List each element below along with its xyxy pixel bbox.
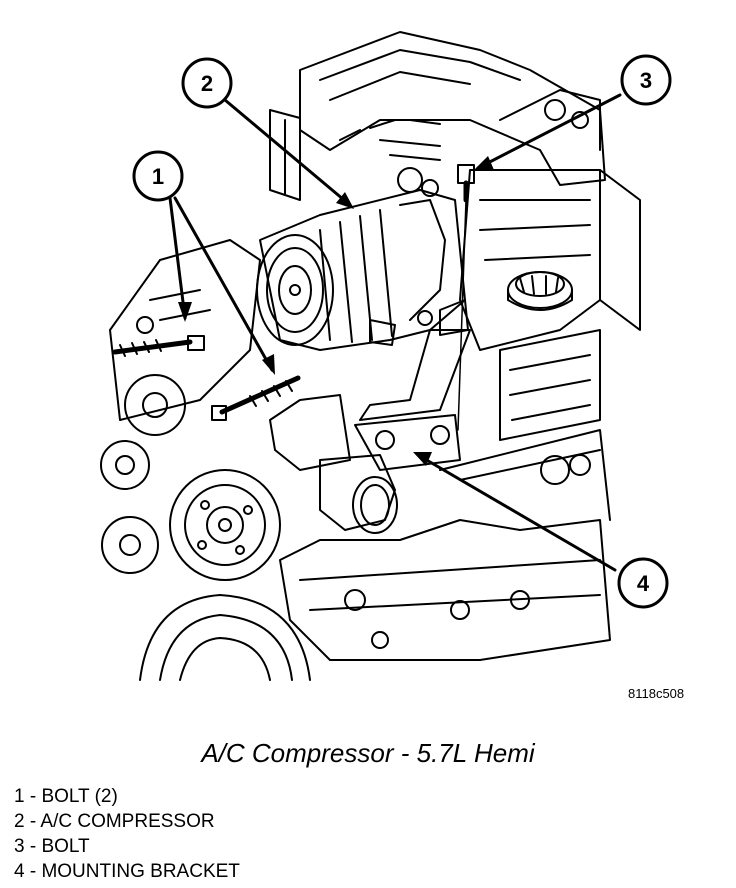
accessory-drive-left bbox=[100, 239, 261, 574]
svg-text:3: 3 bbox=[640, 68, 652, 93]
svg-text:2: 2 bbox=[201, 71, 213, 96]
crankshaft-damper bbox=[139, 594, 311, 681]
callout-3: 3 bbox=[620, 54, 672, 106]
callout-2: 2 bbox=[181, 57, 233, 109]
figure-caption: A/C Compressor - 5.7L Hemi bbox=[201, 738, 535, 768]
engine-block bbox=[269, 329, 611, 661]
callout-1: 1 bbox=[132, 150, 184, 202]
arrowheads bbox=[178, 156, 494, 466]
legend: 1 - BOLT (2) 2 - A/C COMPRESSOR 3 - BOLT… bbox=[14, 784, 240, 884]
svg-text:4: 4 bbox=[637, 571, 650, 596]
leader-lines bbox=[168, 93, 622, 572]
legend-item-4: 4 - MOUNTING BRACKET bbox=[14, 861, 240, 882]
legend-item-2: 2 - A/C COMPRESSOR bbox=[14, 811, 215, 832]
water-pump-pulley bbox=[169, 469, 281, 581]
thermostat-housing bbox=[319, 454, 398, 534]
callout-4: 4 bbox=[617, 557, 669, 609]
intake-manifold bbox=[269, 31, 606, 201]
legend-item-3: 3 - BOLT bbox=[14, 836, 90, 857]
bolt-upper bbox=[112, 335, 205, 357]
legend-item-1: 1 - BOLT (2) bbox=[14, 786, 118, 807]
bolt-vertical bbox=[457, 164, 475, 431]
bolt-lower bbox=[211, 375, 301, 421]
ac-compressor bbox=[256, 167, 469, 351]
engine-diagram: 1 2 3 4 bbox=[100, 31, 672, 681]
svg-text:1: 1 bbox=[152, 164, 164, 189]
oil-filler-cap bbox=[507, 271, 573, 311]
figure-code: 8118c508 bbox=[628, 686, 685, 701]
valve-cover bbox=[459, 89, 641, 351]
